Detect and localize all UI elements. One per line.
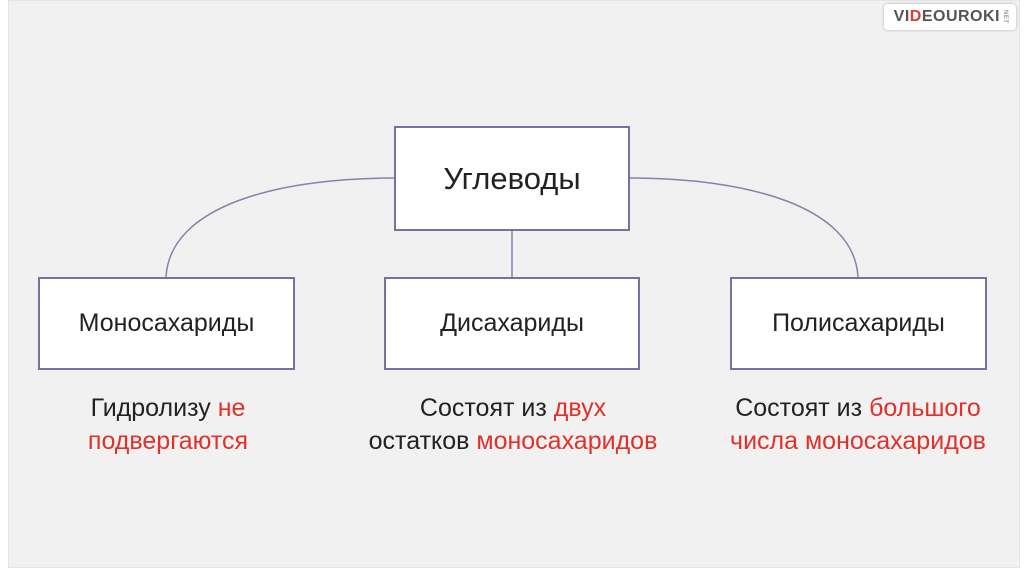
description-disaccharides: Состоят из двух остатков моносахаридов — [330, 392, 696, 458]
node-monosaccharides: Моносахариды — [38, 277, 295, 370]
desc-highlight: двух — [553, 394, 607, 422]
connector-left — [165, 177, 395, 278]
root-node-carbohydrates: Углеводы — [394, 126, 630, 231]
connector-right — [629, 177, 859, 278]
desc-text: Состоят из — [735, 394, 870, 422]
logo-suffix: NET — [1002, 10, 1008, 24]
desc-highlight: числа моносахаридов — [730, 427, 986, 455]
description-line-2: числа моносахаридов — [690, 425, 1024, 458]
desc-highlight: не — [217, 394, 246, 422]
desc-text: Гидролизу — [90, 394, 218, 422]
description-line-2: подвергаются — [40, 425, 296, 458]
logo-part-2: D — [909, 8, 922, 25]
desc-highlight: большого — [869, 394, 981, 422]
logo-part-1: VI — [893, 8, 910, 25]
logo-part-3: EOUROKI — [921, 8, 1000, 25]
desc-highlight: подвергаются — [87, 427, 249, 455]
node-label: Полисахариды — [772, 309, 945, 337]
node-polysaccharides: Полисахариды — [730, 277, 987, 370]
root-node-label: Углеводы — [443, 160, 581, 196]
description-line-1: Состоят из двух — [330, 392, 696, 425]
description-monosaccharides: Гидролизу не подвергаются — [40, 392, 296, 458]
node-label: Моносахариды — [78, 309, 255, 337]
description-line-1: Состоят из большого — [690, 392, 1024, 425]
description-line-2: остатков моносахаридов — [330, 425, 696, 458]
desc-highlight: моносахаридов — [476, 427, 658, 455]
desc-text: Состоят из — [419, 394, 554, 422]
node-label: Дисахариды — [440, 309, 584, 337]
node-disaccharides: Дисахариды — [384, 277, 640, 370]
desc-text: остатков — [368, 427, 477, 455]
description-line-1: Гидролизу не — [40, 392, 296, 425]
description-polysaccharides: Состоят из большого числа моносахаридов — [690, 392, 1024, 458]
